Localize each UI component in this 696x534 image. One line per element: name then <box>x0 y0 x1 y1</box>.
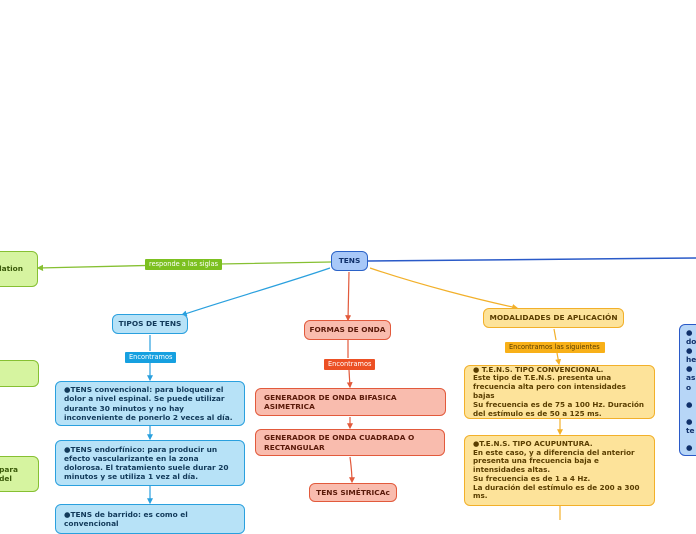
edge-label-tipos-encontramos: Encontramos <box>125 352 177 363</box>
modalidades-title: MODALIDADES DE APLICACIÓN <box>489 313 618 323</box>
right-node-line: as <box>686 373 696 383</box>
edge-label-to-formas-item1 <box>346 369 353 389</box>
right-node-line: ● <box>686 416 693 426</box>
modalidades-item-acupuntura[interactable]: ●T.E.N.S. TIPO ACUPUNTURA. En este caso,… <box>464 435 655 506</box>
right-node-line: te <box>686 425 695 435</box>
left-node-ulation-text: ulation <box>0 264 23 274</box>
edge-label-modalidades: Encontramos las siguientes <box>505 342 605 353</box>
right-node-line: o <box>686 382 692 392</box>
edge-label-formas-encontramos: Encontramos <box>324 359 376 370</box>
root-label: TENS <box>338 256 361 266</box>
left-node-para-del[interactable]: para del <box>0 456 39 492</box>
right-node-line: ● <box>686 328 693 338</box>
formas-de-onda-title: FORMAS DE ONDA <box>309 325 386 335</box>
tipos-item-endorfinico[interactable]: ●TENS endorfínico: para producir un efec… <box>55 440 245 486</box>
modalidades-item-text: ● T.E.N.S. TIPO CONVENCIONAL. Este tipo … <box>473 365 645 418</box>
left-node-empty[interactable] <box>0 360 39 387</box>
modalidades-item-convencional[interactable]: ● T.E.N.S. TIPO CONVENCIONAL. Este tipo … <box>464 365 655 419</box>
edge-label-to-mod-item1 <box>555 352 562 366</box>
right-node-clipped[interactable]: ● do ● he ● as o ● ● te ● <box>679 324 696 456</box>
modalidades-item-text: ●T.E.N.S. TIPO ACUPUNTURA. En este caso,… <box>473 438 640 501</box>
formas-item-bifasica[interactable]: GENERADOR DE ONDA BIFASICA ASIMETRICA <box>255 388 446 416</box>
formas-item-simetrica[interactable]: TENS SIMÉTRICAc <box>309 483 397 502</box>
edge-root-to-tipos <box>180 267 331 317</box>
formas-item-text: GENERADOR DE ONDA CUADRADA O RECTANGULAR <box>264 433 415 452</box>
right-node-line: ● <box>686 364 693 374</box>
tipos-de-tens-node[interactable]: TIPOS DE TENS <box>112 314 188 334</box>
tipos-item-text: ●TENS convencional: para bloquear el dol… <box>64 385 233 422</box>
modalidades-node[interactable]: MODALIDADES DE APLICACIÓN <box>483 308 624 328</box>
formas-item-text: TENS SIMÉTRICAc <box>316 487 390 497</box>
tipos-de-tens-title: TIPOS DE TENS <box>118 319 182 329</box>
formas-item-cuadrada[interactable]: GENERADOR DE ONDA CUADRADA O RECTANGULAR <box>255 429 445 456</box>
formas-de-onda-node[interactable]: FORMAS DE ONDA <box>304 320 391 340</box>
edge-formas-item2-to-item3 <box>348 456 355 484</box>
right-node-line: do <box>686 337 696 347</box>
right-node-line: ● <box>686 399 693 409</box>
tipos-item-convencional[interactable]: ●TENS convencional: para bloquear el dol… <box>55 381 245 426</box>
root-node-tens[interactable]: TENS <box>331 251 368 271</box>
edge-modalidades-to-label <box>553 328 557 341</box>
tipos-item-text: ●TENS endorfínico: para producir un efec… <box>64 444 229 482</box>
left-node-para-del-text: para del <box>0 464 18 483</box>
edge-root-to-formas <box>345 271 352 322</box>
connector-layer <box>36 257 696 520</box>
right-node-line: ● <box>686 346 693 356</box>
edge-root-to-right <box>367 257 696 262</box>
formas-item-text: GENERADOR DE ONDA BIFASICA ASIMETRICA <box>264 392 397 411</box>
tipos-item-text: ●TENS de barrido: es como el convenciona… <box>64 510 188 529</box>
right-node-line: he <box>686 355 696 365</box>
edge-label-responde: responde a las siglas <box>145 259 223 270</box>
right-node-line: ● <box>686 442 693 452</box>
tipos-item-barrido[interactable]: ●TENS de barrido: es como el convenciona… <box>55 504 245 534</box>
edge-root-to-modalidades <box>369 267 519 310</box>
left-node-ulation[interactable]: ulation <box>0 251 38 287</box>
